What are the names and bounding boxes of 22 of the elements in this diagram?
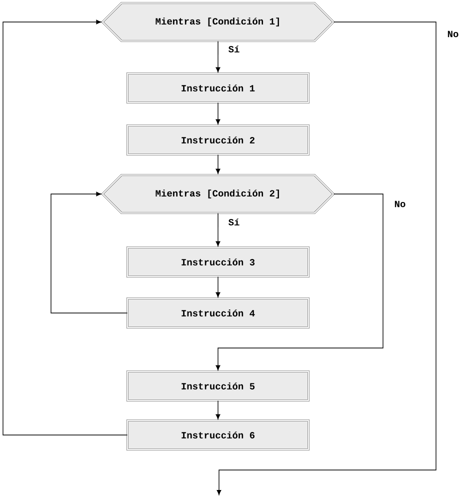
edge-label: No (448, 30, 458, 38)
arrow (216, 22, 436, 496)
arrow (216, 212, 220, 246)
arrow (50, 192, 128, 314)
arrow (2, 20, 128, 436)
instruction-box: Instrucción 5 (126, 370, 310, 402)
instruction-box: Instrucción 3 (126, 246, 310, 278)
arrow (216, 154, 220, 174)
loop-hexagon: Mientras [Condición 2] (101, 174, 335, 214)
instruction-box: Instrucción 6 (126, 420, 310, 450)
edge-label: Sí (228, 46, 240, 52)
arrow (216, 400, 220, 420)
arrow (216, 40, 220, 72)
arrow (216, 276, 220, 298)
arrow (216, 102, 220, 124)
instruction-box: Instrucción 1 (126, 72, 310, 104)
loop-hexagon: Mientras [Condición 1] (101, 2, 335, 42)
instruction-box: Instrucción 4 (126, 298, 310, 328)
edge-label: Sí (228, 218, 240, 226)
arrow (216, 194, 384, 370)
edge-label: No (394, 200, 406, 208)
instruction-box: Instrucción 2 (126, 124, 310, 156)
